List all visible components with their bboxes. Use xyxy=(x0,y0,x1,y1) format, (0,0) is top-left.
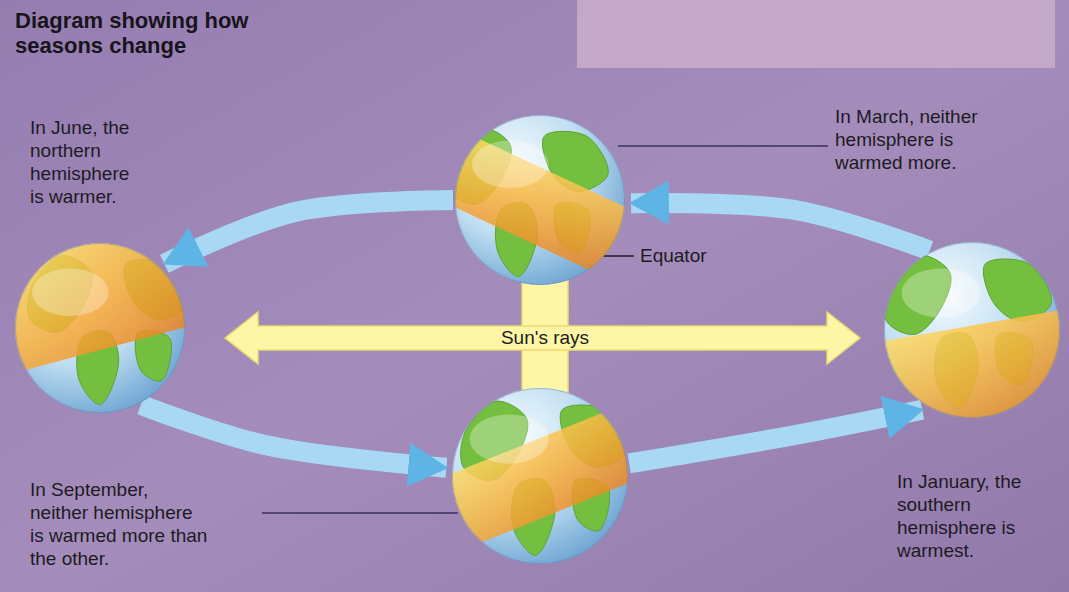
globe-rim xyxy=(16,244,185,413)
globe-shape xyxy=(455,115,625,285)
globe-highlight xyxy=(32,269,109,317)
season-arrow xyxy=(164,200,453,264)
season-arrow xyxy=(631,203,930,251)
globe-highlight xyxy=(470,414,549,463)
warmed-zone xyxy=(0,213,229,382)
globe-shape xyxy=(452,388,628,564)
season-arrow xyxy=(629,410,922,464)
leader-line xyxy=(262,512,458,513)
warmed-zone xyxy=(841,303,1069,444)
earth-globe: In March, neither hemisphere is warmed m… xyxy=(455,115,625,285)
warmed-zone xyxy=(404,394,677,562)
globe-art xyxy=(406,115,668,292)
leader-line xyxy=(618,145,828,146)
season-arrow xyxy=(141,405,447,468)
season-caption: In January, the southern hemisphere is w… xyxy=(897,470,1023,562)
land-mass xyxy=(983,259,1051,321)
globe-rim xyxy=(885,243,1060,418)
diagram-title: Diagram showing how seasons change xyxy=(15,8,255,58)
globe-shape xyxy=(884,242,1060,418)
sun-ray-arrow xyxy=(225,312,860,364)
season-caption: In June, the northern hemisphere is warm… xyxy=(30,116,142,208)
globe-art xyxy=(841,242,1069,444)
warmed-zone xyxy=(406,119,668,292)
season-caption: In September, neither hemisphere is warm… xyxy=(30,478,208,570)
globe-rim xyxy=(453,389,628,564)
globe-rim xyxy=(456,116,625,285)
earth-globe: In June, the northern hemisphere is warm… xyxy=(15,243,185,413)
earth-globe: In January, the southern hemisphere is w… xyxy=(884,242,1060,418)
globe-art xyxy=(404,388,677,564)
earth-globe: In September, neither hemisphere is warm… xyxy=(452,388,628,564)
globe-art xyxy=(0,213,229,413)
globe-highlight xyxy=(902,268,981,317)
sun-rays-label: Sun's rays xyxy=(497,327,593,349)
equator-label: Equator xyxy=(640,245,707,267)
season-caption: In March, neither hemisphere is warmed m… xyxy=(835,105,1007,174)
globe-highlight xyxy=(472,141,549,189)
globe-shape xyxy=(15,243,185,413)
blank-panel xyxy=(577,0,1055,68)
